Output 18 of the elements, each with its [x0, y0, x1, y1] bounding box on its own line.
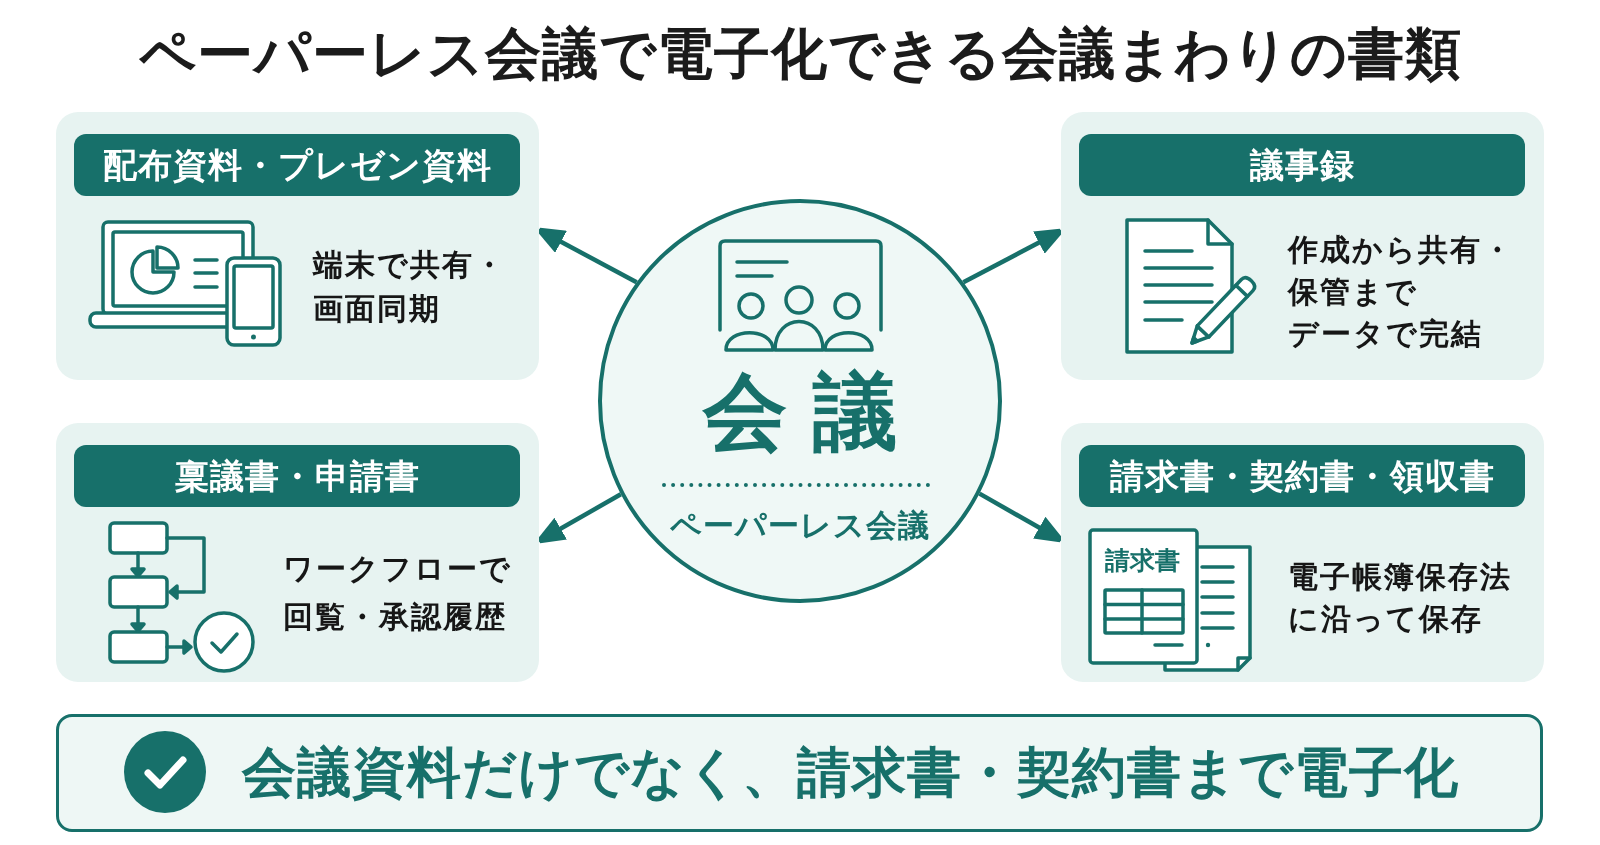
feature-card — [56, 112, 539, 380]
banner-text: 会議資料だけでなく、請求書・契約書まで電子化 — [242, 740, 1459, 806]
feature-card — [56, 423, 539, 682]
feature-card — [1061, 423, 1544, 682]
title: ペーパーレス会議で電子化できる会議まわりの書類 — [137, 20, 1463, 88]
card-header: 稟議書・申請書 — [74, 445, 520, 507]
card-header: 配布資料・プレゼン資料 — [74, 134, 520, 196]
card-header: 議事録 — [1079, 134, 1525, 196]
circle-title: 会議 — [703, 362, 923, 462]
card-header: 請求書・契約書・領収書 — [1079, 445, 1525, 507]
document-title: 請求書 — [1105, 545, 1180, 577]
card-description: 作成から共有・保管までデータで完結 — [1288, 231, 1514, 353]
summary-banner — [56, 714, 1543, 832]
card-description: ワークフローで回覧・承認履歴 — [283, 550, 512, 636]
feature-card — [1061, 112, 1544, 380]
card-description: 端末で共有・画面同期 — [313, 246, 506, 328]
card-description: 電子帳簿保存法に沿って保存 — [1288, 558, 1512, 638]
circle-subtitle: ペーパーレス会議 — [670, 506, 930, 545]
